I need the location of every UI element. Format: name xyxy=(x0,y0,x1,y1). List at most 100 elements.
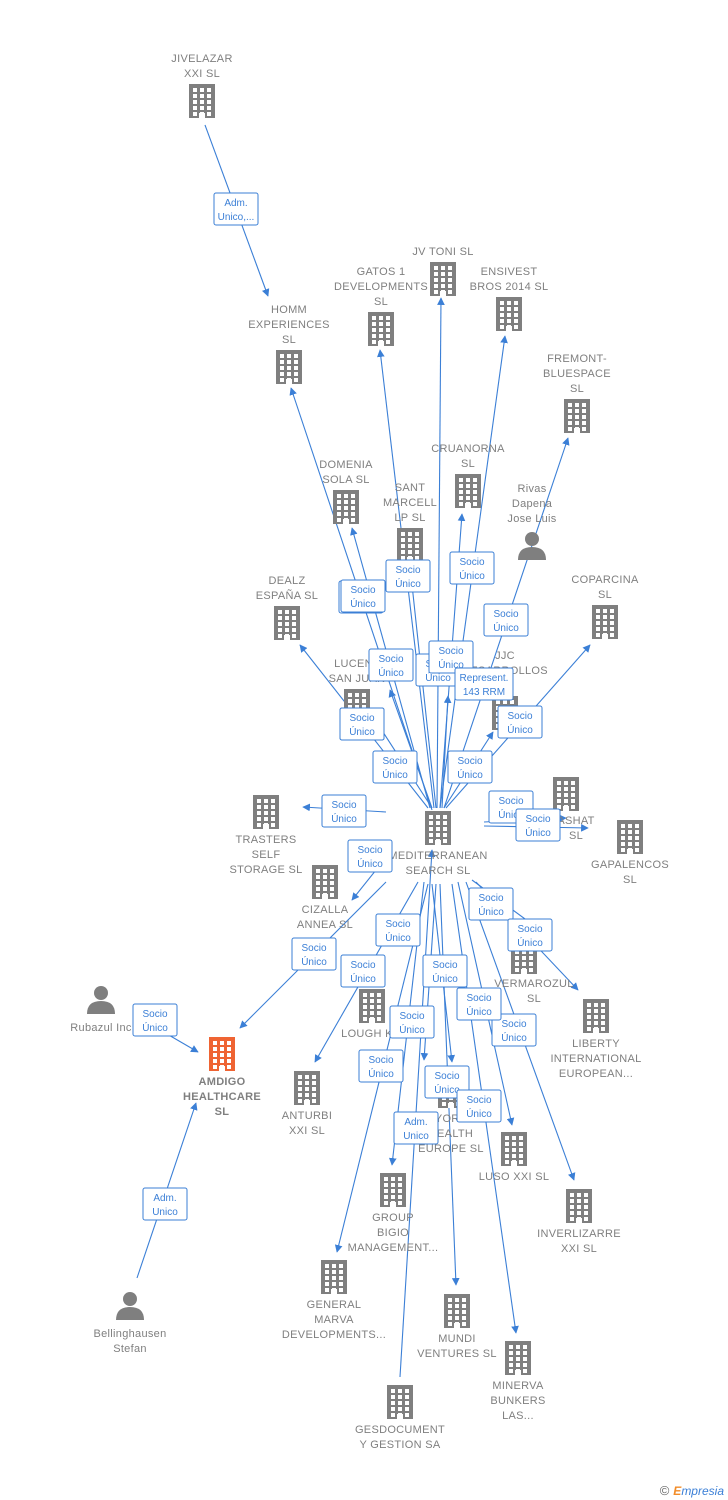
node-label: SELF xyxy=(252,849,281,861)
relation-text: Único xyxy=(517,936,543,949)
node-label: DEVELOPMENTS xyxy=(334,281,428,293)
building-icon xyxy=(274,606,300,640)
node-rubazul[interactable]: Rubazul Inc xyxy=(70,986,132,1034)
relation-label-r-med-rep[interactable]: Represent.143 RRM xyxy=(454,667,514,701)
relation-text: Socio xyxy=(434,1071,459,1082)
relation-text: Unico,... xyxy=(218,212,255,223)
node-label: JJC xyxy=(495,650,515,662)
relation-text: Único xyxy=(525,826,551,839)
node-label: EUROPEAN... xyxy=(559,1068,633,1080)
node-label: LUCENT xyxy=(334,658,380,670)
relation-text: Único xyxy=(357,857,383,870)
relation-text: Socio xyxy=(357,845,382,856)
brand-logo-rest: mpresia xyxy=(681,1484,724,1498)
copyright-symbol: © xyxy=(659,1483,670,1498)
edge-r-med-lucent2 xyxy=(388,689,433,809)
relation-label-r-jiv-homm[interactable]: Adm.Unico,... xyxy=(213,192,259,226)
edge-r-med-santmarcell xyxy=(406,565,437,809)
node-label: GAPALENCOS xyxy=(591,859,669,871)
relation-text: Adm. xyxy=(153,1193,176,1204)
node-lusoxxi[interactable]: LUSO XXI SL xyxy=(479,1132,550,1183)
node-label: HEALTHCARE xyxy=(183,1091,261,1103)
relation-text: Socio xyxy=(368,1055,393,1066)
relation-text: Único xyxy=(301,955,327,968)
node-label: HOMM xyxy=(271,304,307,316)
node-generalmarva[interactable]: GENERALMARVADEVELOPMENTS... xyxy=(282,1260,386,1341)
relation-text: Único xyxy=(466,1005,492,1018)
relation-text: Único xyxy=(350,597,376,610)
node-label: GATOS 1 xyxy=(357,266,406,278)
node-label: COPARCINA xyxy=(571,574,639,586)
relation-text: Único xyxy=(385,931,411,944)
person-icon xyxy=(518,532,546,560)
node-minerva[interactable]: MINERVABUNKERSLAS... xyxy=(490,1341,545,1422)
relation-label-r-gesdoc-med[interactable]: Adm.Unico xyxy=(393,1111,439,1145)
building-icon xyxy=(209,1037,235,1071)
relation-text: Único xyxy=(425,671,451,684)
relation-label-r-bell-amdigo[interactable]: Adm.Unico xyxy=(142,1187,188,1221)
building-icon xyxy=(294,1071,320,1105)
node-label: HEALTH xyxy=(429,1128,473,1140)
relation-text: Único xyxy=(142,1021,168,1034)
node-jvtoni[interactable]: JV TONI SL xyxy=(412,246,473,296)
node-label: BLUESPACE xyxy=(543,368,611,380)
node-label: XXI SL xyxy=(561,1243,597,1255)
relation-text: Adm. xyxy=(404,1117,427,1128)
node-liberty[interactable]: LIBERTYINTERNATIONALEUROPEAN... xyxy=(550,999,641,1080)
building-icon xyxy=(505,1341,531,1375)
node-groupbigio[interactable]: GROUPBIGIOMANAGEMENT... xyxy=(348,1173,439,1254)
node-loughk[interactable]: LOUGH K... xyxy=(341,989,403,1040)
relation-text: Socio xyxy=(350,585,375,596)
node-label: SL xyxy=(282,334,296,346)
node-label: VERMAROZUL xyxy=(494,978,573,990)
building-icon xyxy=(566,1189,592,1223)
